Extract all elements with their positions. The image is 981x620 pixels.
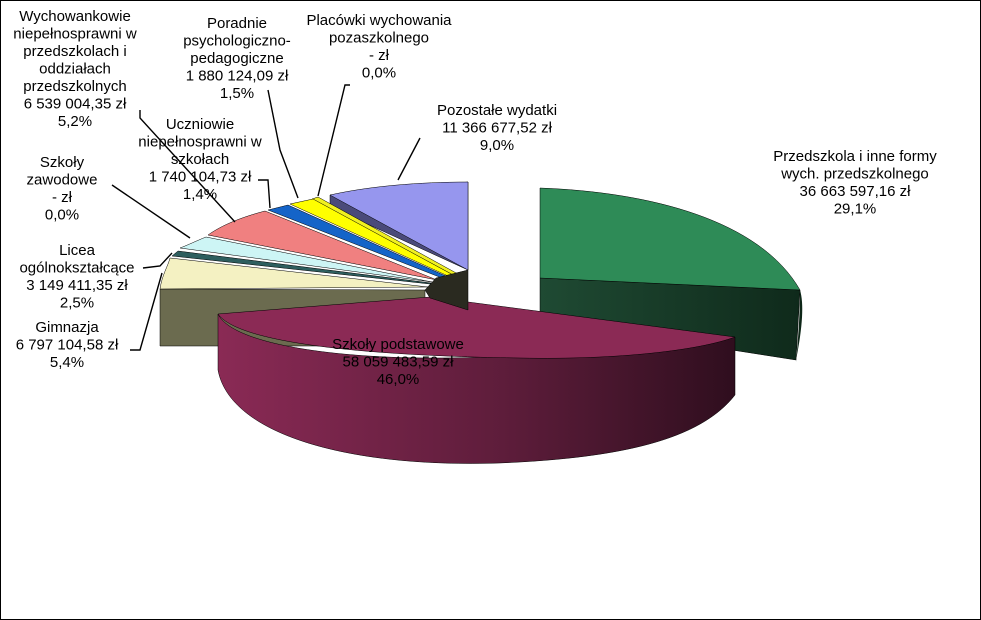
leader-poradnie: [267, 89, 299, 199]
slice-percent: 2,5%: [60, 295, 94, 312]
slice-top-przedszkola: [539, 187, 801, 291]
slice-name-line: zawodowe: [27, 172, 98, 189]
slice-amount: 36 663 597,16 zł: [800, 183, 912, 200]
slice-percent: 0,0%: [362, 65, 396, 82]
slice-amount: - zł: [52, 189, 73, 206]
leader-pozostale: [397, 137, 421, 181]
slice-percent: 5,4%: [50, 354, 84, 371]
slice-name-line: ogólnokształcące: [19, 260, 134, 277]
slice-name-line: Poradnie: [207, 15, 267, 32]
slice-percent: 1,5%: [220, 85, 254, 102]
leader-gimnazja: [130, 272, 163, 351]
leader-wychowankowie: [139, 110, 236, 223]
slice-top-zawodowe: [171, 250, 432, 285]
slice-name-line: Uczniowie: [166, 116, 234, 133]
slice-name-line: Szkoły: [40, 154, 85, 171]
slice-side-przedszkola-front: [796, 290, 803, 362]
leader-placowki: [317, 84, 350, 197]
slice-name-line: Wychowankowie: [19, 8, 131, 25]
slice-percent: 29,1%: [834, 201, 877, 218]
slice-name-line: niepełnosprawni w: [13, 26, 137, 43]
slice-amount: 11 366 677,52 zł: [442, 120, 552, 137]
slice-amount: 3 149 411,35 zł: [26, 277, 128, 294]
slice-amount: 58 059 483,59 zł: [343, 354, 455, 371]
slice-name-line: Gimnazja: [35, 319, 99, 336]
slice-percent: 9,0%: [480, 137, 514, 154]
slice-amount: 1 880 124,09 zł: [186, 68, 289, 85]
slice-name-line: pedagogiczne: [190, 50, 283, 67]
slice-name-line: niepełnosprawni w: [138, 134, 262, 151]
slice-top-wychowankowie: [207, 210, 438, 281]
slice-name-line: Licea: [59, 242, 96, 259]
slice-name-line: Przedszkola i inne formy: [773, 148, 937, 165]
leader-zawodowe: [111, 184, 191, 239]
slice-top-pozostale: [329, 181, 469, 271]
slice-name-line: wych. przedszkolnego: [780, 166, 929, 183]
slice-name-line: szkołach: [171, 151, 229, 168]
slice-top-licea: [159, 257, 429, 290]
slice-top-podstawowe: [217, 296, 736, 359]
leader-licea: [142, 252, 173, 269]
slice-amount: 6 797 104,58 zł: [16, 337, 119, 354]
slice-name-line: przedszkolnych: [23, 78, 126, 95]
slice-percent: 0,0%: [45, 207, 79, 224]
slice-amount: 6 539 004,35 zł: [24, 96, 127, 113]
slice-amount: 1 740 104,73 zł: [149, 169, 252, 186]
slice-name-line: przedszkolach i: [23, 43, 126, 60]
slice-percent: 1,4%: [183, 186, 217, 203]
slice-name-line: Placówki wychowania: [306, 12, 452, 29]
slice-name-line: Szkoły podstawowe: [332, 336, 464, 353]
slice-name-line: psychologiczno-: [183, 33, 291, 50]
slice-percent: 5,2%: [58, 113, 92, 130]
slice-name-line: Pozostałe wydatki: [437, 102, 557, 119]
slice-name-line: oddziałach: [39, 61, 111, 78]
slice-amount: - zł: [369, 47, 390, 64]
slice-top-uczniowie: [179, 236, 433, 283]
slice-center-edges: [424, 269, 469, 311]
leader-lines: [111, 84, 421, 351]
leader-uczniowie: [258, 179, 271, 209]
slice-name-line: pozaszkolnego: [329, 30, 429, 47]
slice-percent: 46,0%: [377, 371, 420, 388]
